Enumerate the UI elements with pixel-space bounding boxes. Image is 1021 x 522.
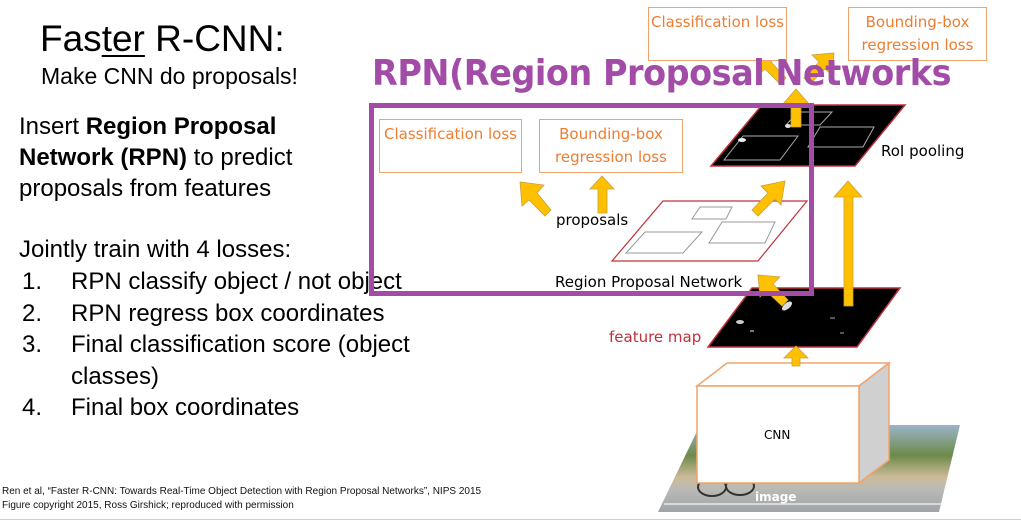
description-bold: Region Proposal Network (RPN) bbox=[19, 113, 277, 171]
arrow-diagonal-icon bbox=[519, 181, 552, 217]
arrow-diagonal-icon bbox=[803, 52, 835, 85]
losses-heading: Jointly train with 4 losses: bbox=[19, 236, 292, 263]
list-number: 2. bbox=[22, 299, 43, 327]
image-label: image bbox=[755, 490, 797, 504]
slide-subtitle: Make CNN do proposals! bbox=[41, 63, 298, 89]
list-item: 1. RPN classify object / not object bbox=[22, 266, 462, 298]
list-text: Final box coordinates bbox=[71, 394, 300, 421]
cnn-label: CNN bbox=[764, 428, 791, 442]
description-text: Insert bbox=[19, 113, 86, 140]
list-item: 2. RPN regress box coordinates bbox=[22, 298, 462, 330]
list-number: 3. bbox=[22, 331, 43, 358]
arrow-diagonal-icon bbox=[757, 274, 789, 307]
slide-title: Faster R-CNN: bbox=[40, 18, 285, 60]
rpn-label: Region Proposal Network bbox=[555, 273, 743, 291]
description-text-end: to predict proposals from features bbox=[19, 144, 293, 202]
copyright-line: Figure copyright 2015, Ross Girshick; re… bbox=[2, 500, 294, 511]
list-number: 4. bbox=[22, 394, 43, 421]
proposals-label: proposals bbox=[556, 211, 629, 229]
feature-map-label: feature map bbox=[609, 328, 702, 346]
losses-list: 1. RPN classify object / not object 2. RPN… bbox=[22, 266, 462, 424]
list-text: Final classification score (object class… bbox=[71, 331, 410, 390]
arrow-up-icon bbox=[783, 345, 809, 367]
list-text: RPN regress box coordinates bbox=[71, 299, 385, 327]
list-number: 1. bbox=[22, 268, 43, 295]
roi-pooling-label: RoI pooling bbox=[881, 142, 965, 160]
title-suffix: R-CNN: bbox=[144, 18, 285, 59]
description: Insert Region Proposal Network (RPN) to … bbox=[19, 111, 349, 204]
roi-pooling-map bbox=[709, 104, 907, 167]
rpn-classification-loss-box: Classification loss bbox=[379, 119, 522, 173]
list-item: 4. Final box coordinates bbox=[22, 392, 462, 424]
arrow-up-icon bbox=[833, 180, 863, 307]
list-item: 3. Final classification score (object cla… bbox=[22, 329, 462, 392]
arrow-up-icon bbox=[589, 175, 615, 214]
rpn-highlight-frame bbox=[369, 103, 814, 296]
title-underlined: ter bbox=[101, 18, 145, 59]
arrow-diagonal-icon bbox=[751, 180, 786, 217]
rpn-bbox-regression-loss-box: Bounding-box regression loss bbox=[539, 119, 683, 173]
rpn-banner: RPN(Region Proposal Networks bbox=[372, 53, 952, 94]
top-classification-loss-box: Classification loss bbox=[648, 7, 787, 61]
cnn-block bbox=[694, 361, 892, 485]
title-prefix: Fas bbox=[40, 18, 102, 59]
bottom-divider bbox=[0, 519, 1021, 520]
list-text: RPN classify object / not object bbox=[71, 268, 402, 295]
citation-line: Ren et al, “Faster R-CNN: Towards Real-T… bbox=[2, 486, 482, 497]
citation: Ren et al, “Faster R-CNN: Towards Real-T… bbox=[2, 485, 481, 513]
top-bbox-regression-loss-box: Bounding-box regression loss bbox=[848, 7, 987, 61]
feature-map bbox=[706, 287, 902, 348]
